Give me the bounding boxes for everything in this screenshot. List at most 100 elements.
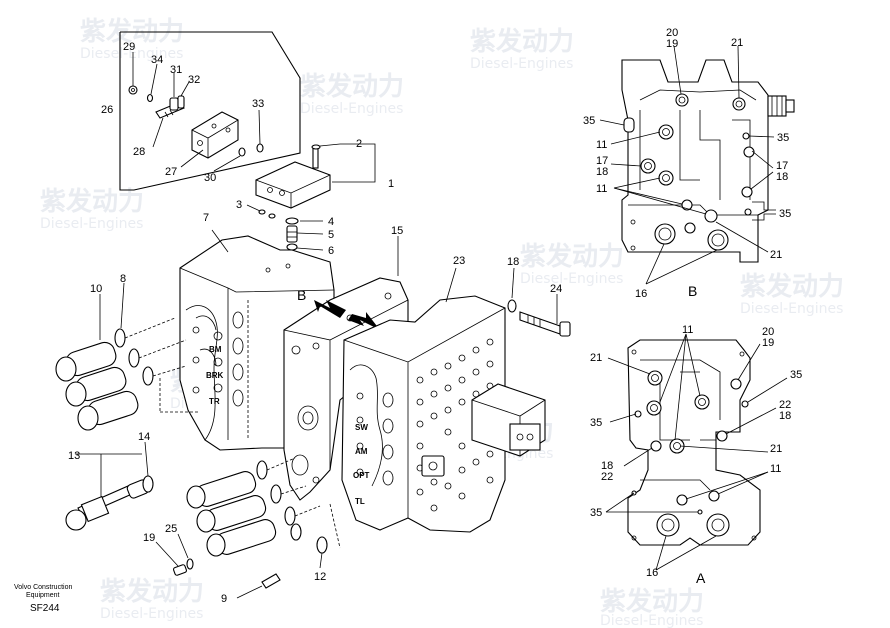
watermark-cn: 紫发动力: [600, 586, 704, 617]
cartridge-group-10: 10 8: [55, 273, 200, 431]
port-label-brk: BRK: [206, 371, 224, 380]
callout-25: 25: [165, 523, 177, 535]
watermark-cn: 紫发动力: [520, 241, 624, 272]
callout-13: 13: [68, 450, 80, 462]
plug-19-25: 19 25: [143, 523, 194, 576]
footer-company-line2: Equipment: [26, 592, 60, 599]
arrow-a-icon: [348, 312, 380, 330]
callout-a-35: 35: [590, 417, 602, 429]
view-a-label: A: [696, 570, 706, 586]
callout-b-17: 17: [596, 155, 608, 167]
footer: Volvo Construction Equipment SF244: [14, 584, 72, 614]
callout-1: 1: [388, 178, 394, 190]
callout-a-18: 18: [779, 410, 791, 422]
port-label-sw: SW: [355, 423, 368, 432]
inset-box: 29 34 31 32 26 33 28 27 30: [101, 31, 301, 191]
footer-company-line1: Volvo Construction: [14, 584, 72, 591]
callout-b-11: 11: [596, 183, 607, 195]
bolt-24: 18 24: [507, 256, 571, 337]
callout-b-35: 35: [779, 208, 791, 220]
callout-24: 24: [550, 283, 562, 295]
callout-a-21: 21: [590, 352, 602, 364]
callout-8: 8: [120, 273, 126, 285]
port-label-opt: OPT: [353, 471, 370, 480]
callout-b-16: 16: [635, 288, 647, 300]
callout-b-35: 35: [583, 115, 595, 127]
watermark-cn: 紫发动力: [740, 271, 844, 302]
watermark-en: Diesel-Engines: [100, 606, 203, 622]
callout-a-35: 35: [590, 507, 602, 519]
watermark-en: Diesel-Engines: [740, 301, 843, 317]
callout-33: 33: [252, 98, 264, 110]
valve-body-23: SW AM OPT TL 23: [341, 255, 546, 533]
callout-b-19: 19: [666, 38, 678, 50]
callout-a-11: 11: [682, 324, 693, 336]
callout-b-17: 17: [776, 160, 788, 172]
callout-3: 3: [236, 199, 242, 211]
callout-b-20: 20: [666, 27, 678, 39]
callout-b-18: 18: [596, 166, 608, 178]
watermark-cn: 紫发动力: [470, 26, 574, 57]
watermark-en: Diesel-Engines: [300, 101, 403, 117]
port-label-bm: BM: [209, 345, 222, 354]
callout-15: 15: [391, 225, 403, 237]
arrow-label-b: B: [297, 287, 306, 303]
callout-a-21: 21: [770, 443, 782, 455]
callout-7: 7: [203, 212, 209, 224]
callout-b-18: 18: [776, 171, 788, 183]
callout-28: 28: [133, 146, 145, 158]
callout-b-35: 35: [777, 132, 789, 144]
block-1-assembly: 2 1 3 4 5 6: [236, 138, 394, 276]
watermark-en: Diesel-Engines: [470, 56, 573, 72]
callout-14: 14: [138, 431, 150, 443]
watermark-layer: 紫发动力 Diesel-Engines 紫发动力 Diesel-Engines …: [40, 16, 844, 628]
port-label-am: AM: [355, 447, 368, 456]
view-b-plate: 20 19 21 35 11 35 17 18 17 18 11 35 21 1…: [583, 27, 795, 300]
watermark-cn: 紫发动力: [300, 71, 404, 102]
callout-b-21: 21: [770, 249, 782, 261]
callout-a-22: 22: [601, 471, 613, 483]
port-label-tl: TL: [355, 497, 365, 506]
callout-4: 4: [328, 216, 334, 228]
callout-34: 34: [151, 54, 163, 66]
port-label-tr: TR: [209, 397, 220, 406]
callout-30: 30: [204, 172, 216, 184]
callout-26: 26: [101, 104, 113, 116]
callout-23: 23: [453, 255, 465, 267]
callout-27: 27: [165, 166, 177, 178]
callout-18: 18: [507, 256, 519, 268]
callout-31: 31: [170, 64, 182, 76]
callout-a-20: 20: [762, 326, 774, 338]
watermark-en: Diesel-Engines: [80, 46, 183, 62]
callout-a-16: 16: [646, 567, 658, 579]
port-pattern: [416, 338, 494, 512]
callout-a-19: 19: [762, 337, 774, 349]
callout-b-11: 11: [596, 139, 607, 151]
watermark-en: Diesel-Engines: [40, 216, 143, 232]
watermark-cn: 紫发动力: [40, 186, 144, 217]
callout-a-11: 11: [770, 463, 781, 475]
arrow-b-icon: [314, 300, 346, 318]
callout-19: 19: [143, 532, 155, 544]
callout-a-35: 35: [790, 369, 802, 381]
cartridge-group-9: 9 12: [186, 457, 341, 605]
callout-12: 12: [314, 571, 326, 583]
callout-6: 6: [328, 245, 334, 257]
callout-32: 32: [188, 74, 200, 86]
footer-code: SF244: [30, 603, 60, 614]
watermark-cn: 紫发动力: [100, 576, 204, 607]
view-b-label: B: [688, 283, 697, 299]
callout-5: 5: [328, 229, 334, 241]
callout-a-18: 18: [601, 460, 613, 472]
callout-9: 9: [221, 593, 227, 605]
view-a-plate: 11 20 19 21 35 22 18 35 21 18 22 11 35 1…: [590, 324, 802, 586]
callout-10: 10: [90, 283, 102, 295]
cartridge-13: 13 14: [65, 431, 154, 531]
callout-29: 29: [123, 41, 135, 53]
callout-a-22: 22: [779, 399, 791, 411]
watermark-en: Diesel-Engines: [520, 271, 623, 287]
watermark-en: Diesel-Engines: [600, 613, 703, 628]
callout-2: 2: [356, 138, 362, 150]
